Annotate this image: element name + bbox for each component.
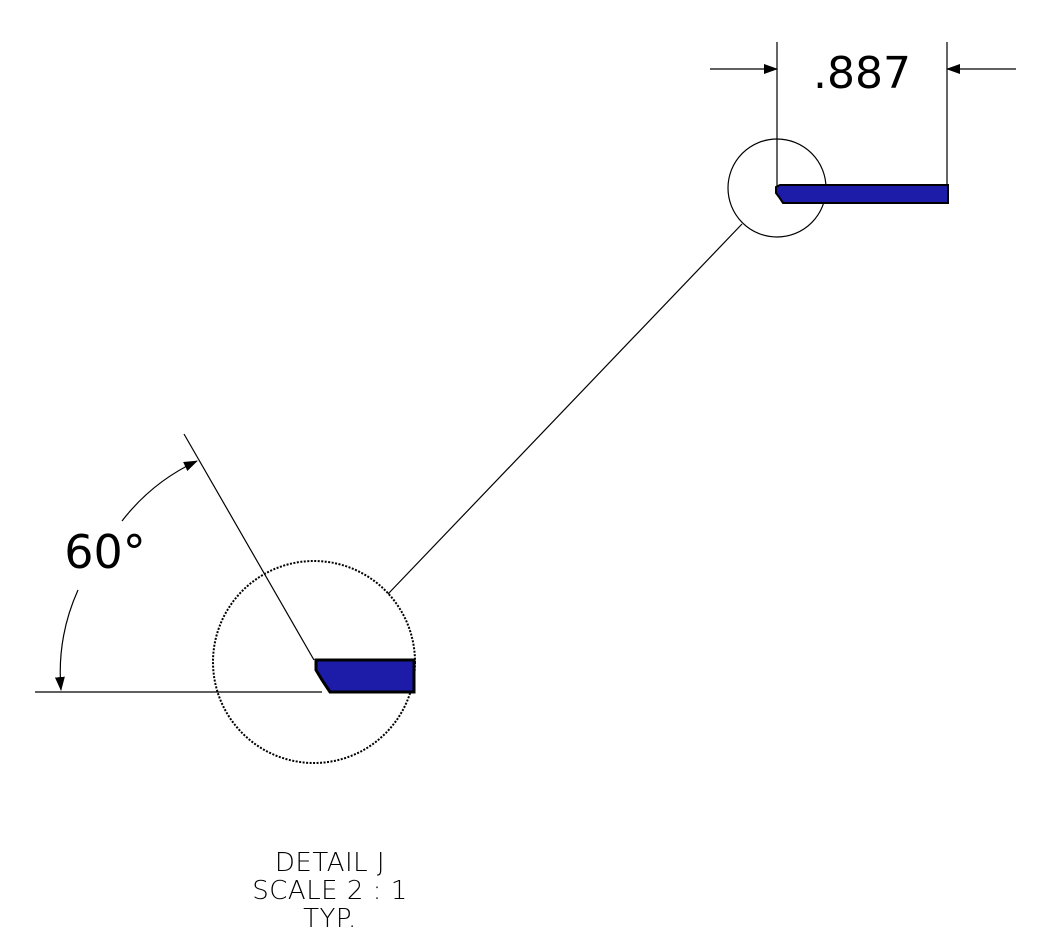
angle-arc-lower	[54, 589, 79, 691]
detail-typical-note: TYP.	[303, 904, 357, 934]
detail-label: DETAIL J SCALE 2 : 1 TYP.	[220, 849, 440, 933]
part-profile-bottom	[314, 658, 416, 694]
leader-line	[387, 223, 743, 595]
length-dimension-text: .887	[813, 48, 911, 99]
angle-dimension-text: 60°	[64, 525, 146, 579]
part-profile-top	[775, 184, 949, 204]
detail-scale: SCALE 2 : 1	[252, 876, 408, 906]
angled-reference-line	[183, 433, 315, 661]
angle-arc-upper	[121, 460, 198, 522]
detail-name: DETAIL J	[274, 848, 386, 878]
